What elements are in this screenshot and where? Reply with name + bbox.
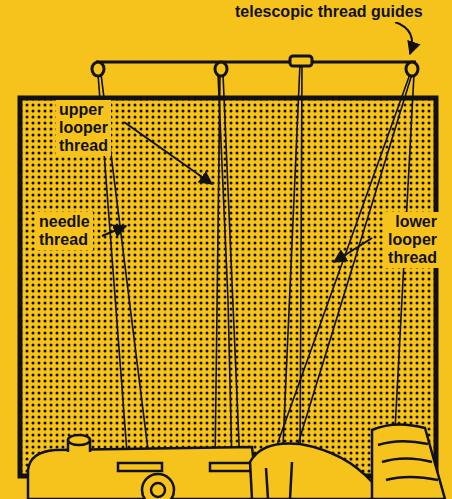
leader-arrow — [395, 22, 412, 54]
title-label: telescopic thread guides — [232, 2, 426, 22]
leader-arrows — [102, 22, 412, 262]
thread-label: upper looper thread — [56, 100, 111, 156]
leader-arrow — [102, 226, 126, 236]
telescopic-guides — [92, 56, 418, 76]
leader-arrow — [124, 122, 212, 184]
leader-arrow — [334, 238, 372, 262]
thread-label: needle thread — [36, 212, 93, 250]
serger-machine — [28, 424, 445, 499]
threads — [98, 64, 414, 470]
thread-label: lower looper thread — [385, 212, 440, 268]
